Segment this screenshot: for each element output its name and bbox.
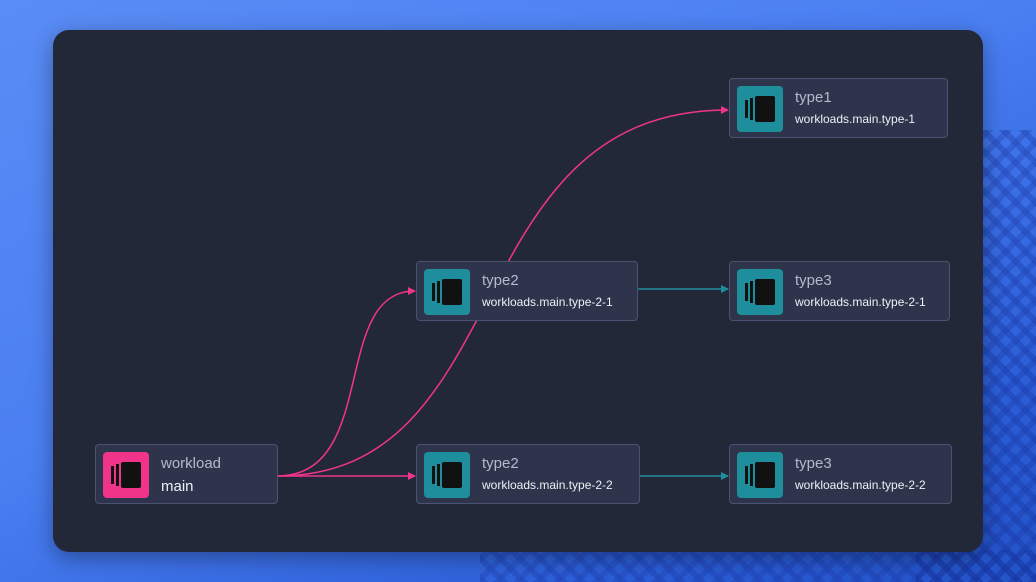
- workload-icon: [103, 452, 149, 498]
- node-kind: type2: [482, 272, 519, 289]
- node-type2-2[interactable]: type2 workloads.main.type-2-2: [416, 444, 640, 504]
- node-kind: type3: [795, 455, 832, 472]
- node-type2-1[interactable]: type2 workloads.main.type-2-1: [416, 261, 638, 321]
- workload-icon: [424, 452, 470, 498]
- node-kind: type1: [795, 89, 832, 106]
- node-type3-2[interactable]: type3 workloads.main.type-2-2: [729, 444, 952, 504]
- node-name: main: [161, 478, 194, 495]
- node-name: workloads.main.type-2-1: [482, 295, 613, 309]
- node-kind: type3: [795, 272, 832, 289]
- background-pattern-bottom: [480, 550, 1036, 582]
- node-name: workloads.main.type-2-2: [482, 478, 613, 492]
- node-kind: type2: [482, 455, 519, 472]
- node-type1[interactable]: type1 workloads.main.type-1: [729, 78, 948, 138]
- node-kind: workload: [161, 455, 222, 472]
- workload-icon: [737, 452, 783, 498]
- workload-icon: [737, 269, 783, 315]
- node-name: workloads.main.type-1: [795, 112, 916, 126]
- workload-icon: [737, 86, 783, 132]
- workload-icon: [424, 269, 470, 315]
- node-name: workloads.main.type-2-1: [795, 295, 926, 309]
- node-workload-main[interactable]: workload main: [95, 444, 278, 504]
- node-type3-1[interactable]: type3 workloads.main.type-2-1: [729, 261, 950, 321]
- node-name: workloads.main.type-2-2: [795, 478, 926, 492]
